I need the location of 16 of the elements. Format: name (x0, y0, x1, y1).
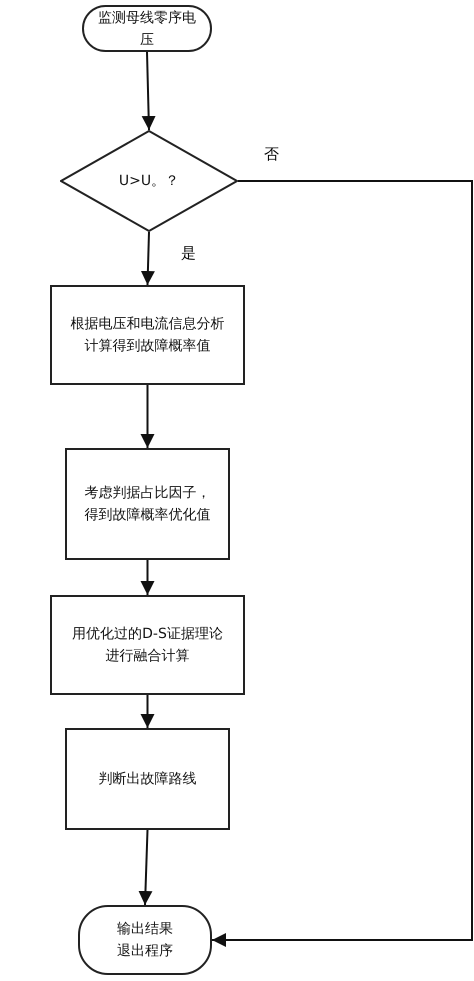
arrow (140, 232, 155, 286)
process-box: 用优化过的D-S证据理论进行融合计算 (50, 595, 245, 695)
process-box: 考虑判据占比因子，得到故障概率优化值 (65, 448, 230, 560)
arrow (212, 180, 473, 947)
arrow (142, 52, 156, 130)
arrow (138, 830, 152, 906)
process-box: 判断出故障路线 (65, 728, 230, 830)
arrow (140, 560, 154, 595)
edge-label: 否 (262, 145, 281, 164)
terminal-box: 输出结果退出程序 (78, 905, 212, 975)
process-box: 根据电压和电流信息分析计算得到故障概率值 (50, 285, 245, 385)
decision-diamond: U>U。？ (60, 130, 238, 232)
arrow (140, 385, 154, 448)
arrow (140, 695, 154, 728)
edge-label: 是 (179, 244, 198, 263)
terminal-box: 监测母线零序电压 (82, 5, 212, 52)
